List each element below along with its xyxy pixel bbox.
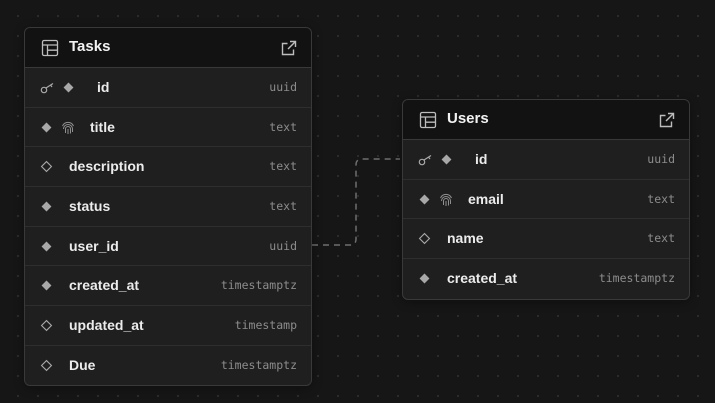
column-type: text (647, 191, 675, 206)
column-type: uuid (269, 80, 297, 94)
column-row[interactable]: created_at timestamptz (25, 266, 311, 307)
column-name: description (69, 158, 145, 175)
filled-diamond-icon (41, 201, 52, 212)
column-row[interactable]: created_at timestamptz (403, 259, 689, 299)
column-type: timestamptz (220, 278, 297, 293)
filled-diamond-icon (63, 82, 74, 93)
filled-diamond-icon (41, 241, 52, 252)
column-name: Due (69, 356, 96, 373)
filled-diamond-icon (41, 280, 52, 291)
hollow-diamond-icon (40, 319, 53, 332)
column-name: created_at (69, 277, 140, 294)
column-type: timestamptz (598, 271, 675, 286)
external-link-icon[interactable] (281, 40, 297, 56)
table-header-tasks: Tasks (25, 28, 311, 68)
column-row[interactable]: user_id uuid (25, 227, 311, 267)
fingerprint-icon (62, 121, 74, 134)
column-row[interactable]: Due timestamptz (25, 346, 311, 385)
column-list: id uuid email text name text created_at timesta… (403, 140, 689, 299)
column-name: status (69, 198, 111, 215)
column-name: email (468, 190, 504, 207)
column-type: text (269, 119, 297, 134)
column-row[interactable]: title text (25, 108, 311, 148)
column-name: id (475, 151, 488, 167)
external-link-icon[interactable] (659, 112, 675, 128)
column-type: text (269, 159, 297, 174)
column-row[interactable]: name text (403, 219, 689, 260)
filled-diamond-icon (41, 122, 52, 133)
column-type: timestamp (234, 318, 297, 333)
filled-diamond-icon (441, 154, 452, 165)
hollow-diamond-icon (418, 233, 431, 245)
column-name: user_id (69, 237, 119, 254)
column-row[interactable]: email text (403, 180, 689, 220)
column-row[interactable]: status text (25, 187, 311, 227)
column-type: text (647, 231, 675, 246)
column-row[interactable]: updated_at timestamp (25, 306, 311, 346)
column-name: name (447, 230, 484, 247)
column-type: uuid (647, 152, 675, 166)
key-icon (418, 154, 432, 166)
table-icon (41, 39, 59, 57)
hollow-diamond-icon (40, 359, 53, 372)
column-type: text (269, 199, 297, 214)
table-header-users: Users (403, 100, 689, 140)
table-title: Tasks (69, 38, 111, 55)
table-card-users[interactable]: Users id uuid email text name text created_at t… (402, 99, 690, 300)
column-name: id (97, 79, 110, 95)
column-name: created_at (447, 270, 518, 287)
table-title: Users (447, 110, 489, 127)
key-icon (40, 82, 54, 94)
column-row[interactable]: description text (25, 147, 311, 188)
table-icon (419, 111, 437, 129)
fingerprint-icon (440, 193, 452, 206)
column-row[interactable]: id uuid (403, 140, 689, 180)
hollow-diamond-icon (40, 161, 53, 173)
column-row[interactable]: id uuid (25, 68, 311, 108)
filled-diamond-icon (419, 273, 430, 284)
filled-diamond-icon (419, 194, 430, 205)
column-list: id uuid title text description text status text… (25, 68, 311, 385)
column-type: uuid (269, 238, 297, 253)
column-name: title (90, 118, 115, 135)
column-type: timestamptz (220, 357, 297, 372)
column-name: updated_at (69, 317, 144, 334)
